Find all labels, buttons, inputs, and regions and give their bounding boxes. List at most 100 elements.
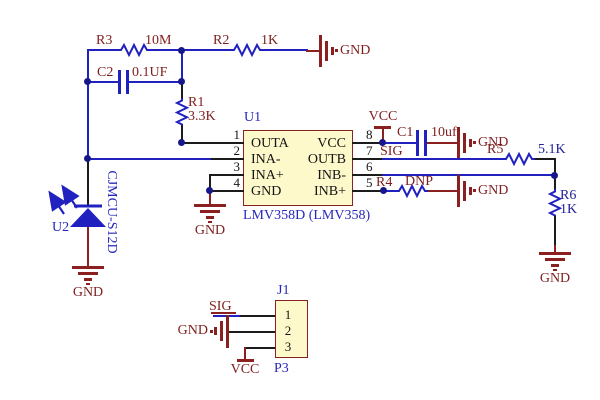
c1-value-label: 10uf [431,125,457,140]
gnd-net-label: GND [72,285,104,300]
vcc-net-label: VCC [230,362,260,377]
junction-dot [178,139,185,146]
r6-value-label: 1K [560,202,578,217]
u1-pin-name-gnd: GND [251,184,282,199]
gnd-symbol-stub [427,142,457,144]
pin-stub [181,125,183,144]
wire [150,49,231,51]
gnd-earth-symbol [319,35,322,67]
u1-pin-name-ina-minus: INA- [251,152,281,167]
pin-stub [87,159,89,207]
pin-stub [535,158,556,160]
u2-part-label: CJMCU-S12D [104,170,119,254]
junction-dot [84,155,91,162]
wire [382,158,505,160]
gnd-symbol-stub [428,190,457,192]
c2-ref-label: C2 [97,65,114,80]
u1-ic-body [243,130,353,206]
c2-value-label: 0.1UF [132,65,168,80]
wire [129,81,183,83]
u1-pin-number-3: 3 [233,159,241,174]
gnd-net-label: GND [194,223,226,238]
u1-pin-name-outb: OUTB [307,152,346,167]
u1-pin-name-inb-plus: INB+ [313,184,346,199]
pin-stub [209,174,244,176]
r3-ref-label: R3 [96,33,113,48]
u1-pin-name-vcc: VCC [317,136,346,151]
sig-net-label: SIG [209,299,232,314]
gnd-symbol-stub [306,50,319,52]
j1-ref-label: J1 [277,283,290,298]
pin-stub [182,142,244,144]
r1-resistor-symbol [174,98,190,126]
u1-pin-number-6: 6 [366,159,373,174]
wire [87,49,89,160]
pin-stub [181,82,183,99]
junction-dot [84,78,91,85]
wire [382,174,556,176]
pin-stub [229,331,275,333]
r1-ref-label: R1 [188,95,205,110]
gnd-net-label: GND [539,271,571,286]
junction-dot [206,187,213,194]
gnd-symbol-stub [209,192,211,204]
c1-capacitor-symbol [416,130,419,156]
gnd-earth-symbol [194,204,226,207]
r1-value-label: 3.3K [188,109,216,124]
r2-value-label: 1K [261,33,279,48]
r4-value-label: DNP [405,174,434,189]
u1-ref-label: U1 [244,110,262,125]
pin-stub [209,174,211,192]
r6-resistor-symbol [547,189,563,217]
c2-capacitor-symbol [118,70,121,94]
wire [263,49,308,51]
r2-resistor-symbol [231,42,263,58]
j1-pin-number-2: 2 [284,323,292,338]
r6-ref-label: R6 [560,188,577,203]
r5-ref-label: R5 [487,142,504,157]
gnd-net-label: GND [478,183,509,198]
sig-label-underline [211,312,236,314]
junction-dot [380,187,387,194]
gnd-earth-symbol [457,175,460,207]
r2-ref-label: R2 [213,33,230,48]
wire [384,142,416,144]
wire [87,81,118,83]
u1-pin-number-7: 7 [366,143,373,158]
wire [87,158,211,160]
junction-dot [178,47,185,54]
vcc-symbol [244,347,246,360]
u1-pin-number-2: 2 [233,143,241,158]
u1-pin-name-inb-minus: INB- [317,168,346,183]
pin-stub [240,315,275,317]
vcc-net-label: VCC [368,109,398,124]
gnd-net-label: GND [340,43,371,58]
gnd-earth-symbol [457,127,460,159]
pin-stub [554,176,556,190]
vcc-symbol [382,128,384,143]
gnd-earth-symbol [539,252,571,255]
gnd-net-label: GND [478,135,509,150]
wire [385,190,398,192]
pin-stub [245,347,275,349]
j1-pin-number-3: 3 [284,339,292,354]
pin-stub [352,158,382,160]
pin-stub [211,158,244,160]
u1-pin-number-4: 4 [233,175,241,190]
pin-stub [209,190,244,192]
pin-stub [352,190,385,192]
pin-stub [352,142,383,144]
u2-photodiode-symbol [48,184,106,227]
gnd-earth-symbol [226,315,229,348]
r3-resistor-symbol [118,42,150,58]
r5-resistor-symbol [503,151,535,167]
pin-stub [554,216,556,246]
j1-pin-number-1: 1 [284,307,292,322]
junction-dot [551,172,558,179]
gnd-net-label: GND [177,323,208,338]
gnd-symbol-stub [87,227,89,267]
u1-pin-number-8: 8 [366,127,373,142]
r4-ref-label: R4 [376,175,393,190]
j1-connector-body [275,300,308,358]
